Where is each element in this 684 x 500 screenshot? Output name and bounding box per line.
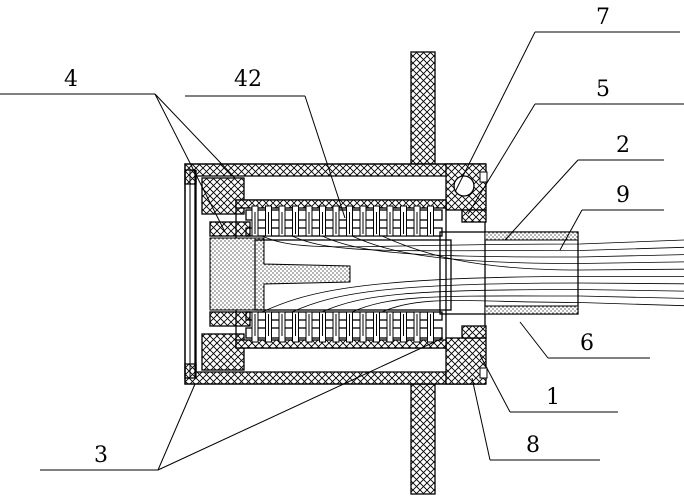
- label-2: 2: [616, 133, 630, 158]
- wire: [291, 282, 684, 313]
- contact-pins-bottom: [251, 311, 434, 343]
- mounting-flange: [410, 51, 436, 495]
- label-3: 3: [94, 443, 108, 468]
- wire-bundle: [261, 235, 684, 313]
- wire: [261, 235, 684, 248]
- leader-lines: [0, 31, 684, 471]
- label-9: 9: [616, 183, 630, 208]
- label-1: 1: [546, 385, 560, 410]
- rear-seal-ring: [445, 163, 488, 385]
- label-5: 5: [596, 77, 610, 102]
- wire: [291, 235, 684, 252]
- label-4: 4: [64, 67, 78, 92]
- wire: [381, 300, 684, 313]
- wire: [321, 289, 684, 313]
- contact-array-bottom: [245, 311, 443, 339]
- label-42: 42: [234, 67, 262, 92]
- front-cover-plate: [184, 169, 196, 379]
- label-7: 7: [596, 5, 610, 30]
- label-8: 8: [526, 433, 540, 458]
- wire: [381, 235, 684, 271]
- wire: [351, 295, 684, 313]
- contact-pins-top: [251, 205, 434, 237]
- callout-labels: 7 4 42 5 2 9 6 1 8 3: [64, 5, 630, 468]
- wire: [261, 276, 684, 313]
- front-seal-blocks: [201, 177, 251, 371]
- insulator-core: [209, 237, 452, 311]
- cable-tube: [439, 209, 579, 339]
- label-6: 6: [580, 331, 594, 356]
- wire: [351, 235, 684, 264]
